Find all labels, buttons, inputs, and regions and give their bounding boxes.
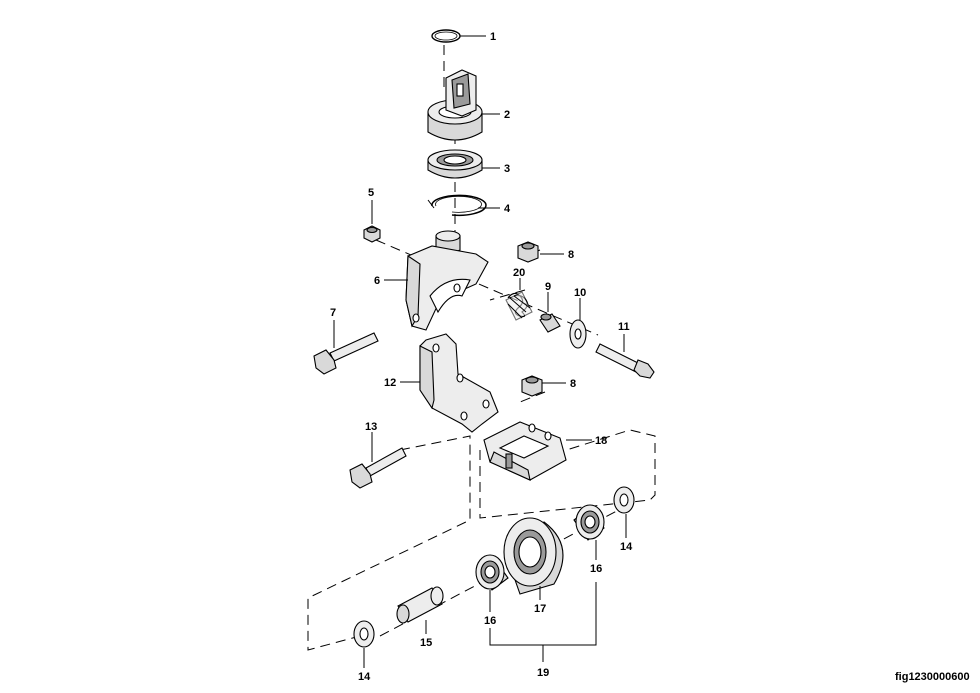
- callout-17: 17: [534, 603, 546, 615]
- part-4-snap-ring: [427, 194, 487, 217]
- part-2-pivot-housing: [427, 69, 483, 141]
- part-5-nut: [363, 225, 381, 243]
- callout-14-right: 14: [620, 541, 633, 553]
- callout-16-left: 16: [484, 615, 496, 627]
- callout-5: 5: [368, 187, 374, 199]
- part-10-washer: [569, 319, 587, 349]
- callout-7: 7: [330, 307, 336, 319]
- callout-10: 10: [574, 287, 586, 299]
- callout-11: 11: [618, 321, 630, 333]
- callout-19: 19: [537, 667, 549, 679]
- callout-14-left: 14: [358, 671, 371, 683]
- callout-16-right: 16: [590, 563, 602, 575]
- callout-15: 15: [420, 637, 432, 649]
- part-18-u-bracket: [483, 421, 567, 481]
- part-8-nut-upper: [517, 241, 539, 263]
- callout-4: 4: [504, 203, 511, 215]
- callout-20: 20: [513, 267, 525, 279]
- part-16-bearing-left: [475, 554, 509, 591]
- part-8-nut-lower: [521, 375, 543, 397]
- leader-lines: [333, 35, 627, 668]
- callout-9: 9: [545, 281, 551, 293]
- callout-6: 6: [374, 275, 380, 287]
- callout-8-upper: 8: [568, 249, 574, 261]
- part-12-arm-bracket: [419, 333, 499, 433]
- callout-3: 3: [504, 163, 510, 175]
- part-14-washer-right: [613, 486, 635, 514]
- callout-12: 12: [384, 377, 396, 389]
- part-9-spacer: [539, 313, 561, 333]
- callout-8-lower: 8: [570, 378, 576, 390]
- callout-2: 2: [504, 109, 510, 121]
- part-15-sleeve: [396, 586, 444, 624]
- figure-id: fig1230000600: [895, 671, 970, 683]
- part-3-bearing: [427, 149, 483, 179]
- callout-labels: 1 2 3 4 5 6 8 20 9 10 11 7 12 8 13 18 14…: [330, 31, 633, 683]
- part-17-roller: [503, 517, 564, 595]
- part-13-bolt: [349, 447, 407, 489]
- part-1-retaining-ring: [431, 29, 461, 43]
- part-14-washer-left: [353, 620, 375, 648]
- part-11-bolt: [595, 343, 655, 379]
- part-16-bearing-right: [573, 504, 605, 541]
- callout-18: 18: [595, 435, 607, 447]
- callout-1: 1: [490, 31, 496, 43]
- part-7-bolt: [313, 332, 379, 375]
- part-20-spring: [505, 291, 533, 321]
- callout-13: 13: [365, 421, 377, 433]
- part-6-pivot-bracket: [405, 230, 489, 331]
